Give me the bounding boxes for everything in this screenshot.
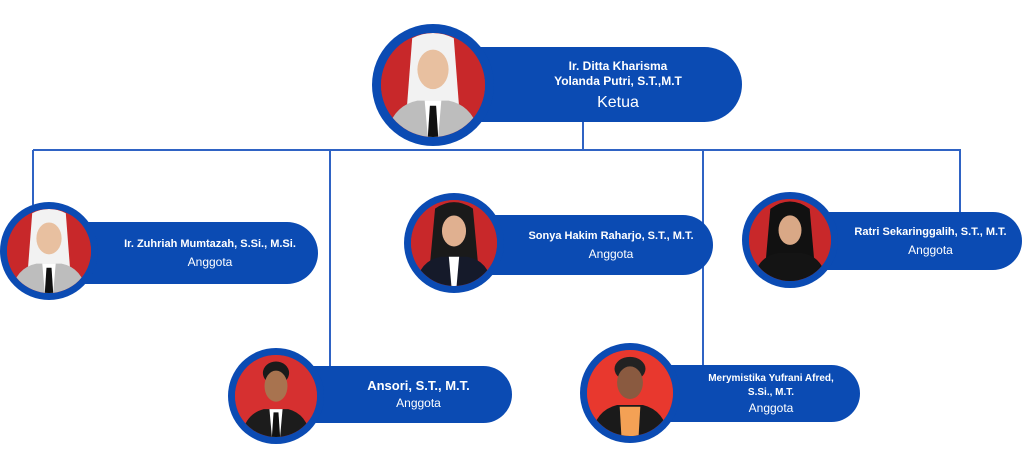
member-role: Anggota [396,396,441,410]
name-line: Yolanda Putri, S.T.,M.T [554,73,682,88]
member-name: Ir. Zuhriah Mumtazah, S.Si., M.Si. [124,237,296,250]
member-role: Anggota [588,246,634,261]
member-role: Anggota [908,242,953,257]
member-photo [749,199,831,281]
member-photo [381,33,485,137]
member-photo-frame [404,193,504,293]
member-photo-frame [580,343,680,443]
connector-horizontal [33,149,961,151]
connector-ansori [329,150,331,370]
connector-ratri [959,150,961,215]
member-photo-frame [372,24,494,146]
member-photo [235,355,317,437]
member-name: Ratri Sekaringgalih, S.T., M.T. [854,225,1007,238]
member-label: Ratri Sekaringgalih, S.T., M.T. Anggota [815,212,1022,270]
member-label: Ansori, S.T., M.T. Anggota [305,366,512,423]
member-photo [587,350,673,436]
member-role: Anggota [748,400,794,415]
member-photo [411,200,497,286]
member-label: Sonya Hakim Raharjo, S.T., M.T. Anggota [485,215,713,275]
member-photo [7,209,91,293]
member-label: Ir. Zuhriah Mumtazah, S.Si., M.Si. Anggo… [80,222,318,284]
member-role: Ketua [597,93,639,111]
member-label: Merymistika Yufrani Afred, S.Si., M.T. An… [660,365,860,422]
name-line: Merymistika Yufrani Afred, [708,372,834,384]
name-line: Ir. Ditta Kharisma [568,58,668,73]
member-photo-frame [228,348,324,444]
connector-zuhriah [32,150,34,205]
member-photo-frame [0,202,98,300]
member-photo-frame [742,192,838,288]
member-name: Merymistika Yufrani Afred, S.Si., M.T. [708,372,834,400]
member-role: Anggota [187,254,233,269]
member-name: Ansori, S.T., M.T. [367,378,470,393]
connector-ketua [582,120,584,150]
member-name: Sonya Hakim Raharjo, S.T., M.T. [528,229,694,242]
name-line: S.Si., M.T. [747,386,795,398]
